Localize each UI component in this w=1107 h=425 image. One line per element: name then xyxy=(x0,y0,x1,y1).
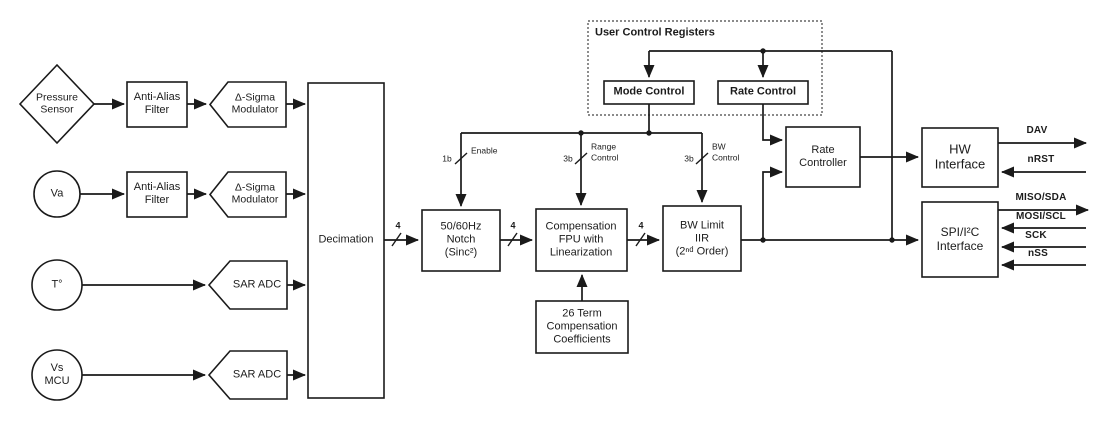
coefficients-block xyxy=(535,300,629,354)
pin-sck-label: SCK xyxy=(1025,230,1047,242)
slash-decimation-out xyxy=(391,232,402,247)
user-control-registers-label: User Control Registers xyxy=(595,26,715,39)
sar-adc-1-label: SAR ADC xyxy=(232,278,282,291)
pin-nss-label: nSS xyxy=(1027,248,1049,260)
hw-interface-block xyxy=(921,127,999,188)
sar-adc-2-label: SAR ADC xyxy=(232,368,282,381)
delta-sigma-1-label: Δ-Sigma Modulator xyxy=(231,91,279,116)
bw-control-label: BW Control xyxy=(712,141,740,162)
bus-width-enable: 1b xyxy=(442,153,452,164)
wire-data-to-rate-controller xyxy=(762,166,783,240)
slash-fpu-out xyxy=(635,232,646,247)
coefficients-label: 26 Term Compensation Coefficients xyxy=(546,307,618,346)
delta-sigma-2-label: Δ-Sigma Modulator xyxy=(231,181,279,206)
bus-width-decimation-out: 4 xyxy=(395,220,401,231)
bw-limit-iir-block xyxy=(662,205,742,272)
notch-filter-label: 50/60Hz Notch (Sinc²) xyxy=(440,220,482,259)
bus-width-fpu-out: 4 xyxy=(638,220,644,231)
temperature-source-label: T° xyxy=(51,278,63,291)
bus-width-slashes xyxy=(391,152,709,247)
block-shapes xyxy=(18,63,999,401)
notch-filter-block xyxy=(421,209,501,272)
junction-dot xyxy=(760,237,766,243)
junction-dot xyxy=(760,48,766,54)
pin-mosi-label: MOSI/SCL xyxy=(1016,211,1066,223)
decimation-label: Decimation xyxy=(318,233,374,246)
rate-control-label: Rate Control xyxy=(730,85,796,98)
slash-notch-out xyxy=(507,232,518,247)
hw-interface-label: HW Interface xyxy=(934,141,986,172)
slash-range xyxy=(574,152,588,165)
rate-controller-block xyxy=(785,126,861,188)
compensation-fpu-block xyxy=(535,208,628,272)
slash-enable xyxy=(454,152,468,165)
anti-alias-filter-2-label: Anti-Alias Filter xyxy=(133,181,181,206)
mode-control-label: Mode Control xyxy=(613,85,685,98)
bus-width-bw: 3b xyxy=(684,153,694,164)
bus-width-range: 3b xyxy=(563,153,573,164)
junction-dot xyxy=(578,130,584,136)
user-control-registers-group-outline xyxy=(587,20,823,116)
signal-wires xyxy=(80,50,1089,381)
anti-alias-filter-1-label: Anti-Alias Filter xyxy=(133,91,181,116)
va-source-label: Va xyxy=(50,187,64,200)
junction-dots xyxy=(578,48,895,243)
spi-i2c-interface-block xyxy=(921,201,999,278)
bus-width-notch-out: 4 xyxy=(510,220,516,231)
compensation-fpu-label: Compensation FPU with Linearization xyxy=(545,220,617,259)
range-control-label: Range Control xyxy=(591,141,619,162)
wire-rate-control-to-rate-controller xyxy=(762,104,783,146)
spi-interface-label: SPI/I²C Interface xyxy=(936,224,984,253)
decimation-block xyxy=(307,82,385,399)
vs-mcu-source-label: Vs MCU xyxy=(44,362,70,387)
pressure-sensor-label: Pressure Sensor xyxy=(35,91,79,116)
pin-nrst-label: nRST xyxy=(1027,154,1055,166)
junction-dot xyxy=(646,130,652,136)
enable-control-label: Enable xyxy=(471,145,498,156)
slash-bw xyxy=(695,152,709,165)
anti-alias-filter-2-block xyxy=(126,171,188,218)
bw-limit-iir-label: BW Limit IIR (2ⁿᵈ Order) xyxy=(675,219,729,258)
pin-miso-label: MISO/SDA xyxy=(1015,192,1067,204)
pin-dav-label: DAV xyxy=(1026,125,1048,137)
junction-dot xyxy=(889,237,895,243)
rate-controller-label: Rate Controller xyxy=(799,144,847,169)
